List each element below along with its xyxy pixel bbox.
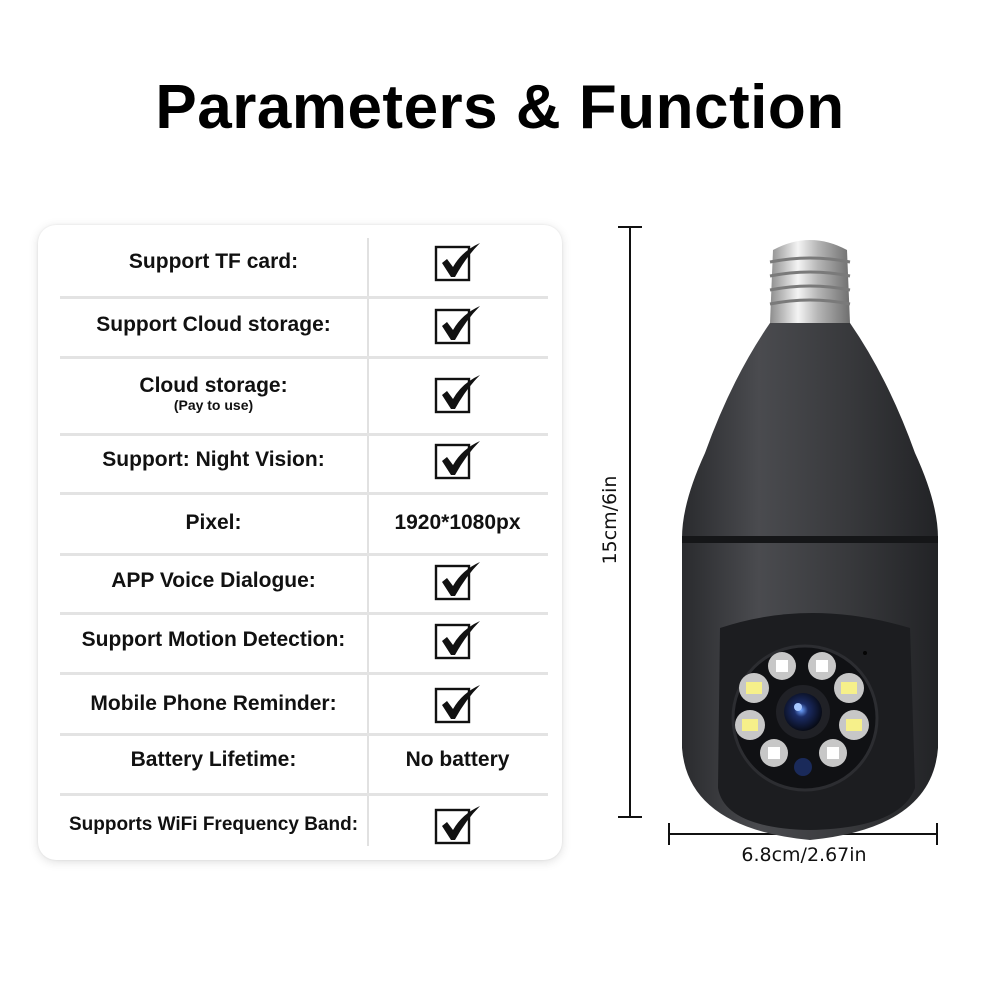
bulb-camera-illustration xyxy=(682,240,938,840)
table-row: APP Voice Dialogue: xyxy=(60,553,548,609)
parameter-label: Pixel: xyxy=(60,510,367,534)
row-divider xyxy=(60,492,548,495)
parameter-value: No battery xyxy=(405,748,510,771)
parameters-table xyxy=(38,225,562,860)
column-divider xyxy=(367,238,369,846)
checked-box-icon xyxy=(434,560,482,602)
table-row: Pixel: 1920*1080px xyxy=(60,495,548,551)
row-divider xyxy=(60,672,548,675)
table-row: Support TF card: xyxy=(60,234,548,290)
row-divider xyxy=(60,296,548,299)
parameter-label-text: Cloud storage: xyxy=(139,374,288,398)
row-divider xyxy=(60,733,548,736)
checked-box-icon xyxy=(434,241,482,283)
table-row: Support Motion Detection: xyxy=(60,612,548,668)
width-dimension-cap-left xyxy=(668,823,670,845)
table-row: Support: Night Vision: xyxy=(60,432,548,488)
parameter-label: Support: Night Vision: xyxy=(60,447,367,471)
parameter-label: Support Cloud storage: xyxy=(60,312,367,336)
page-title: Parameters & Function xyxy=(155,73,845,142)
parameter-label: Support Motion Detection: xyxy=(60,627,367,651)
parameter-label-text: Support TF card: xyxy=(128,249,299,273)
checkmark-icon xyxy=(367,304,548,346)
parameter-label: Support TF card: xyxy=(60,249,367,273)
table-row: Cloud storage:(Pay to use) xyxy=(60,366,548,422)
checkmark-icon xyxy=(367,683,548,725)
parameter-label-text: APP Voice Dialogue: xyxy=(111,568,316,592)
width-dimension-cap-right xyxy=(936,823,938,845)
parameter-sublabel: (Pay to use) xyxy=(173,397,254,414)
camera-lens xyxy=(784,693,822,731)
checked-box-icon xyxy=(434,373,482,415)
width-label: 6.8cm/2.67in xyxy=(741,844,867,866)
checkmark-icon xyxy=(367,373,548,415)
checked-box-icon xyxy=(434,804,482,846)
height-dimension-line xyxy=(629,226,631,818)
height-dimension-cap-top xyxy=(618,226,642,228)
checked-box-icon xyxy=(434,304,482,346)
height-label: 15cm/6in xyxy=(599,475,621,565)
row-divider xyxy=(60,612,548,615)
parameter-label-text: Mobile Phone Reminder: xyxy=(90,691,337,715)
table-row: Mobile Phone Reminder: xyxy=(60,676,548,732)
checked-box-icon xyxy=(434,683,482,725)
checked-box-icon xyxy=(434,439,482,481)
row-divider xyxy=(60,793,548,796)
table-row: Battery Lifetime: No battery xyxy=(60,732,548,788)
checkmark-icon xyxy=(367,439,548,481)
bulb-camera-image xyxy=(670,228,950,848)
table-row: Supports WiFi Frequency Band: xyxy=(60,797,548,853)
checkmark-icon xyxy=(367,619,548,661)
parameter-label: Supports WiFi Frequency Band: xyxy=(60,815,367,835)
checkmark-icon xyxy=(367,241,548,283)
parameter-value: 1920*1080px xyxy=(394,511,521,534)
parameter-label-text: Pixel: xyxy=(185,510,242,534)
row-divider xyxy=(60,553,548,556)
parameter-label: Cloud storage:(Pay to use) xyxy=(60,375,367,413)
led-ring xyxy=(735,652,869,767)
row-divider xyxy=(60,356,548,359)
parameter-label-text: Supports WiFi Frequency Band: xyxy=(68,814,359,836)
parameter-label: APP Voice Dialogue: xyxy=(60,568,367,592)
parameter-label-text: Support: Night Vision: xyxy=(102,447,325,471)
row-divider xyxy=(60,433,548,436)
table-row: Support Cloud storage: xyxy=(60,297,548,353)
parameter-label-text: Support Motion Detection: xyxy=(81,627,346,651)
parameter-label: Mobile Phone Reminder: xyxy=(60,691,367,715)
parameter-label-text: Battery Lifetime: xyxy=(130,747,297,771)
checkmark-icon xyxy=(367,560,548,602)
parameter-label: Battery Lifetime: xyxy=(60,747,367,771)
checkmark-icon xyxy=(367,804,548,846)
parameter-label-text: Support Cloud storage: xyxy=(96,312,331,336)
height-dimension-cap-bottom xyxy=(618,816,642,818)
checked-box-icon xyxy=(434,619,482,661)
